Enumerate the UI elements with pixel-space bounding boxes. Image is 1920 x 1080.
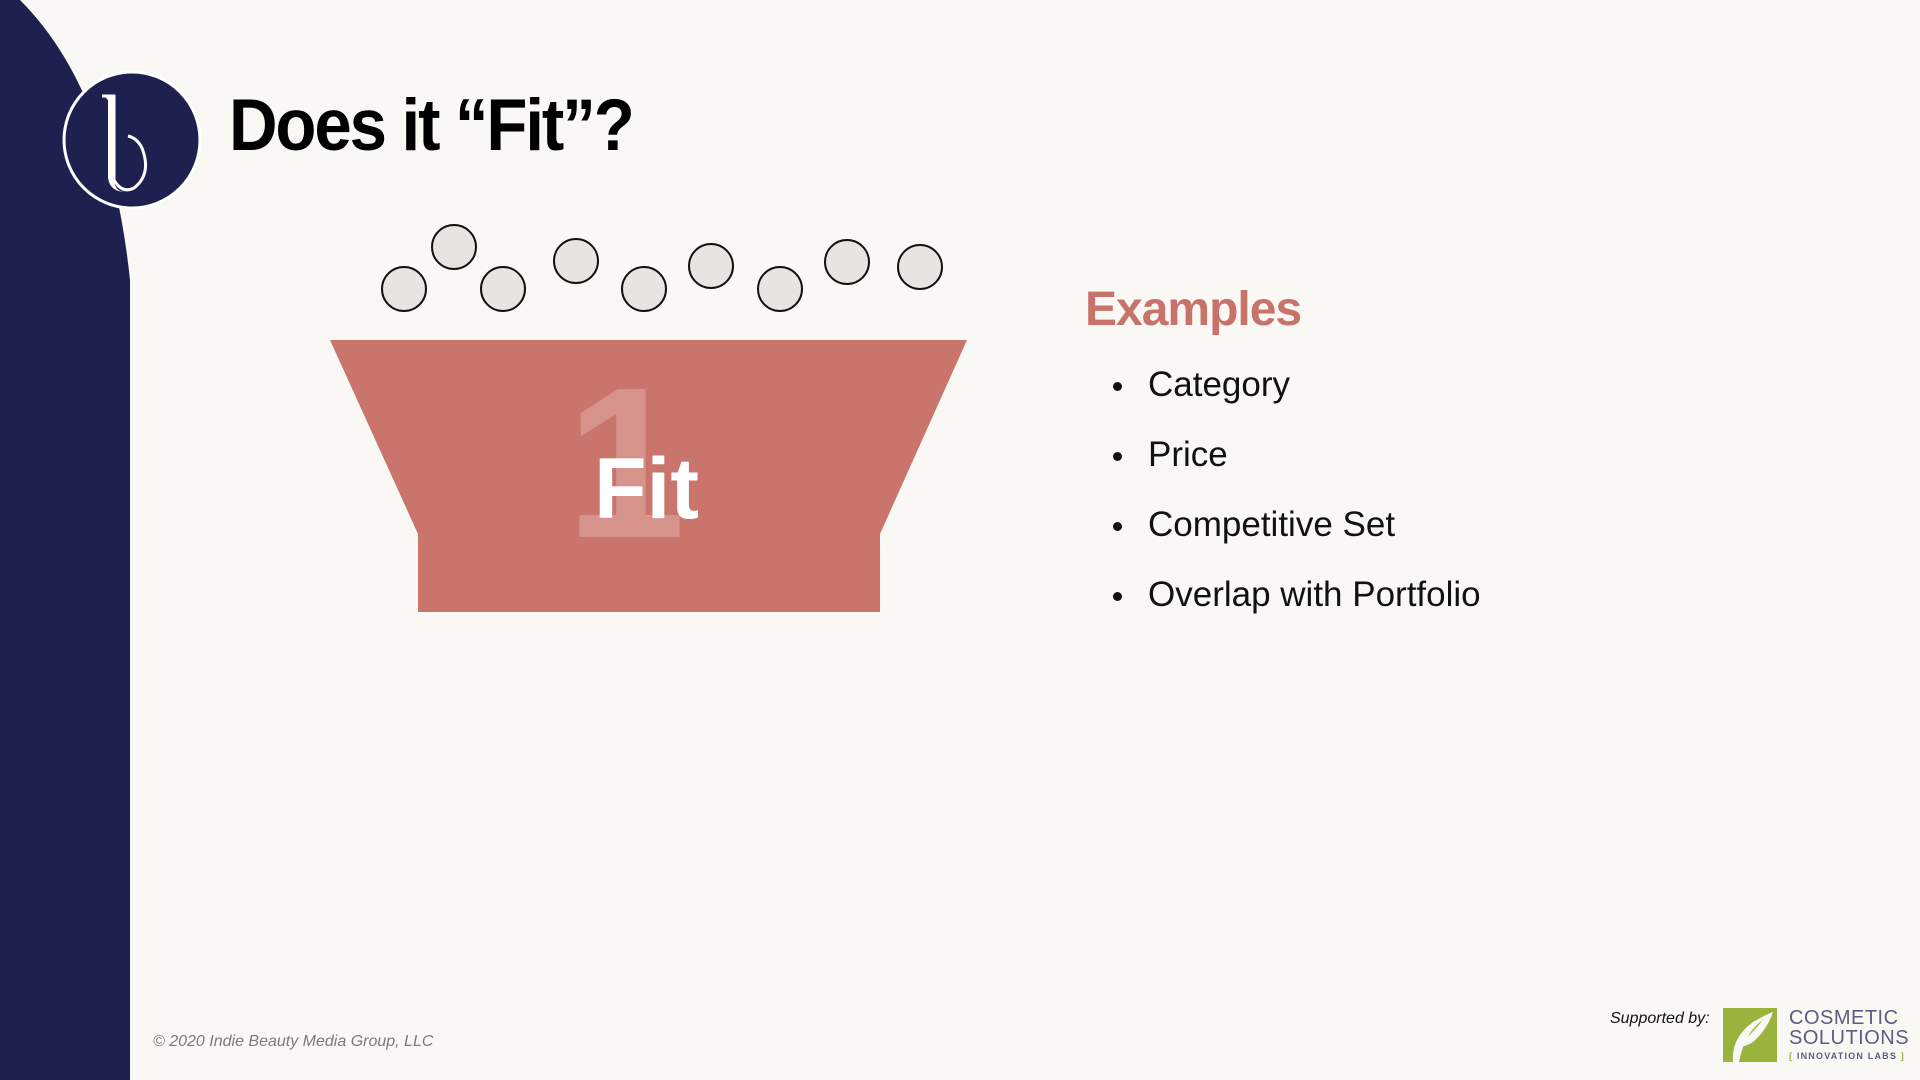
ball xyxy=(621,266,667,312)
sponsor-tagline: [ INNOVATION LABS ] xyxy=(1789,1052,1909,1061)
ball xyxy=(553,238,599,284)
sponsor-tagline-text: INNOVATION LABS xyxy=(1796,1051,1898,1061)
ball xyxy=(431,224,477,270)
funnel-top xyxy=(330,340,967,534)
funnel-base xyxy=(418,534,880,612)
ball xyxy=(688,243,734,289)
examples-list: Category Price Competitive Set Overlap w… xyxy=(1108,360,1481,640)
sponsor-name-2: SOLUTIONS xyxy=(1789,1027,1910,1049)
funnel-balls xyxy=(381,224,943,312)
bracket: [ xyxy=(1789,1051,1794,1061)
brand-logo xyxy=(62,70,202,210)
side-band xyxy=(0,0,130,1080)
ball xyxy=(824,239,870,285)
step-number: 1 xyxy=(566,342,686,583)
sponsor-logo-text: COSMETIC SOLUTIONS [ INNOVATION LABS ] xyxy=(1789,1008,1909,1061)
ball xyxy=(897,244,943,290)
page-title: Does it “Fit”? xyxy=(229,83,635,167)
ball xyxy=(757,266,803,312)
sponsor-name-1: COSMETIC xyxy=(1789,1007,1899,1029)
list-item: Overlap with Portfolio xyxy=(1108,570,1481,640)
bracket: ] xyxy=(1900,1051,1905,1061)
examples-heading: Examples xyxy=(1085,283,1302,336)
leaf-icon xyxy=(1723,1008,1777,1062)
list-item: Price xyxy=(1108,430,1481,500)
list-item: Competitive Set xyxy=(1108,500,1481,570)
fit-funnel xyxy=(330,224,967,612)
ball xyxy=(480,266,526,312)
supported-by-label: Supported by: xyxy=(1610,1010,1710,1027)
list-item: Category xyxy=(1108,360,1481,430)
ball xyxy=(381,266,427,312)
funnel-label: Fit xyxy=(594,441,700,537)
copyright: © 2020 Indie Beauty Media Group, LLC xyxy=(153,1033,434,1050)
